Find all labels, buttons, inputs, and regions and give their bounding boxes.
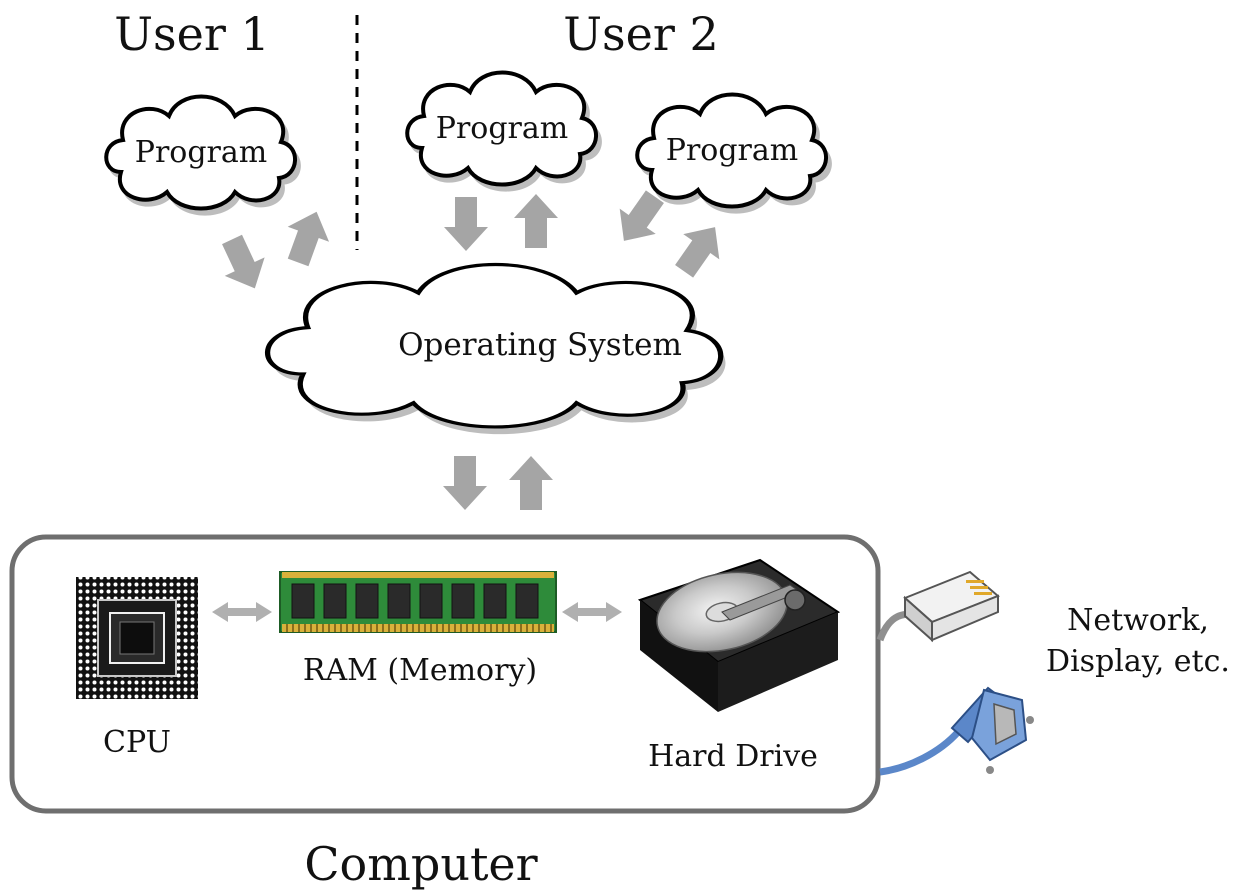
program-cloud-3: Program [635,92,832,214]
arrow-up-program-3 [666,214,734,284]
display-cable-icon [879,686,1034,776]
cpu-ram-double-arrow [212,602,272,622]
peripherals-label-line-2: Display, etc. [1046,644,1230,679]
program-label-2: Program [436,111,568,146]
program-cloud-1: Program [104,94,301,216]
user-2-label: User 2 [563,7,718,61]
arrow-down-program-2 [444,197,488,251]
arrow-up-os [509,456,553,510]
peripherals-label-line-1: Network, [1067,603,1209,638]
arrow-down-program-1 [212,230,275,298]
program-label-3: Program [666,133,798,168]
hard-drive-label: Hard Drive [648,739,818,774]
program-cloud-2: Program [405,70,602,192]
ram-module-icon [279,571,557,633]
ram-label: RAM (Memory) [303,653,537,688]
hard-drive-icon [637,558,841,712]
network-cable-icon [876,570,1000,643]
arrow-up-program-1 [277,204,338,270]
arrow-up-program-2 [514,194,558,248]
ram-disk-double-arrow [562,602,622,622]
cpu-chip-icon [76,577,198,699]
program-label-1: Program [135,135,267,170]
operating-system-label: Operating System [398,327,682,363]
arrow-down-os [443,456,487,510]
computer-label: Computer [304,837,537,891]
cpu-label: CPU [103,725,171,760]
user-1-label: User 1 [114,7,269,61]
